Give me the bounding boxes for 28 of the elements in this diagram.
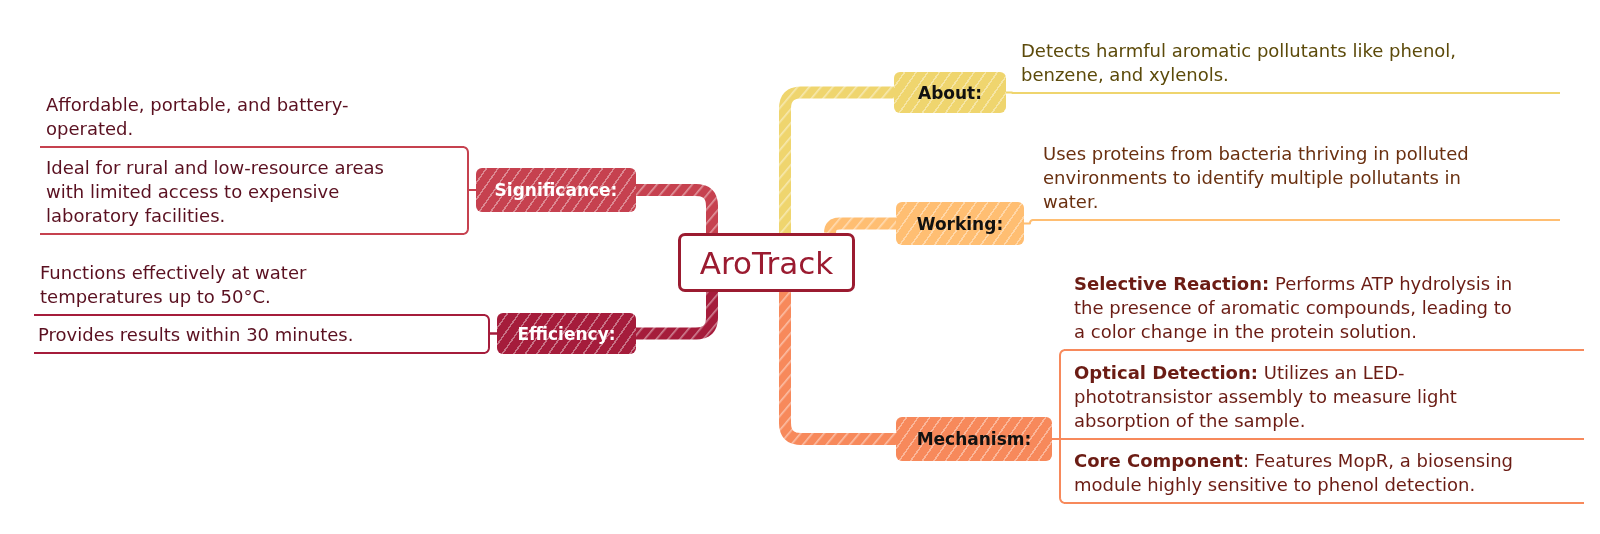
topic-label: About:: [917, 82, 982, 103]
topic-label: Mechanism:: [916, 429, 1032, 449]
branch-connector: [636, 184, 718, 233]
subtopic-text: Ideal for rural and low-resource areas with limited access to expensive laboratory facilities.: [45, 156, 385, 228]
subtopic-text: Core Component: Features MopR, a biosensing module highly sensitive to phenol detection.: [1073, 449, 1515, 497]
subtopic-text: Detects harmful aromatic pollutants like phenol, benzene, and xylenols.: [1020, 39, 1458, 87]
subtopic-text: Affordable, portable, and battery-operated.: [45, 93, 350, 141]
topic-label: Working:: [916, 213, 1004, 234]
subtopic-text: Optical Detection: Utilizes an LED-phototransistor assembly to measure light absorption of the sample.: [1073, 361, 1458, 433]
branch-connector: [779, 86, 894, 233]
subtopic-text: Functions effectively at water temperatures up to 50°C.: [39, 261, 308, 309]
central-topic-box: [678, 233, 855, 292]
topic-box: [894, 72, 1006, 113]
topic-box: [896, 202, 1024, 245]
bracket-connector: [1023, 219, 1037, 225]
subtopic-text: Uses proteins from bacteria thriving in polluted environments to identify multiple pollutants in water.: [1042, 142, 1470, 214]
subtopic-text: Selective Reaction: Performs ATP hydrolysis in the presence of aromatic compounds, leading to a color change in the protein solution.: [1073, 272, 1514, 344]
topic-box: [896, 417, 1052, 461]
central-topic-label: AroTrack: [699, 244, 834, 281]
topic-label: Significance:: [494, 180, 618, 200]
branch-connector: [779, 292, 896, 445]
bracket-connector: [482, 332, 498, 354]
topic-box: [497, 313, 636, 354]
topic-box: [476, 168, 636, 212]
branch-connector: [636, 292, 718, 340]
bracket-connector: [1005, 91, 1019, 94]
subtopic-text: Provides results within 30 minutes.: [37, 323, 355, 347]
topic-label: Efficiency:: [517, 323, 616, 344]
